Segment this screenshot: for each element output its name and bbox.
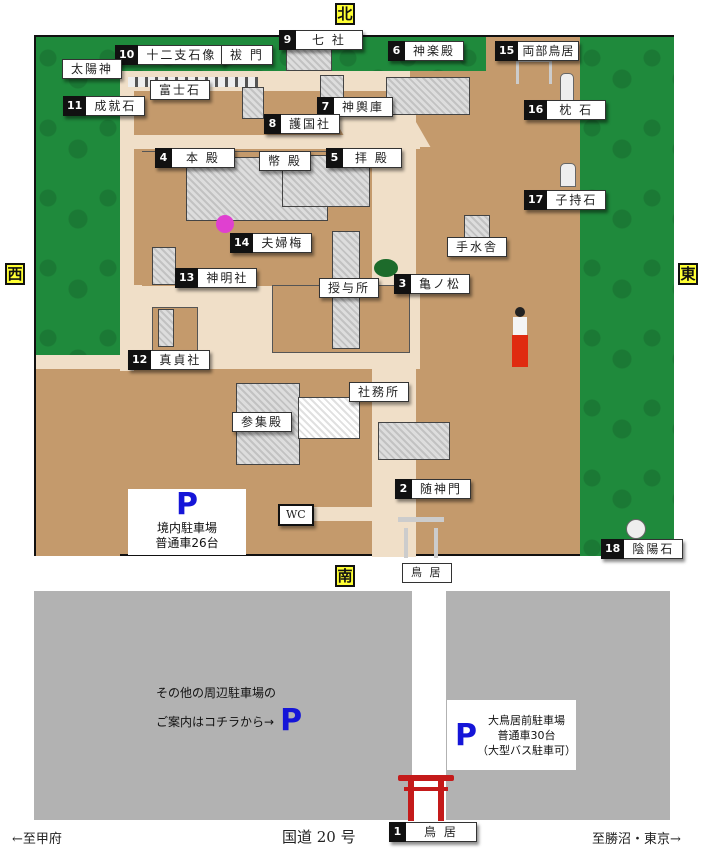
label-inner-torii[interactable]: 鳥 居 [402, 563, 452, 583]
shinmeisha-building [152, 247, 176, 285]
label-juyosho[interactable]: 授与所 [319, 278, 380, 298]
makura-ishi-icon [560, 73, 574, 101]
label-taiyoshin[interactable]: 太陽神 [62, 59, 123, 79]
nanasha-building [286, 49, 332, 71]
other-parking-link[interactable]: その他の周辺駐車場の ご案内はコチラから→ P [156, 686, 303, 738]
great-torii-icon [398, 775, 454, 821]
shamusho-building [298, 397, 360, 439]
label-sanshuden[interactable]: 参集殿 [232, 412, 293, 432]
direction-tokyo: 至勝沼・東京→ [592, 832, 681, 847]
kaguraden-building [386, 77, 470, 115]
label-shamusho[interactable]: 社務所 [349, 382, 410, 402]
gokokusha-building [242, 87, 264, 119]
plum-tree-icon [216, 215, 234, 233]
forest-east [580, 37, 674, 556]
parking-icon: P [280, 703, 303, 738]
compass-west: 西 [5, 263, 25, 285]
label-heiden[interactable]: 幣 殿 [259, 151, 311, 171]
parking-icon: P [176, 487, 198, 522]
parking-lot-west [34, 591, 412, 820]
compass-south: 南 [335, 565, 355, 587]
direction-kofu: ←至甲府 [12, 832, 62, 847]
label-temizuya[interactable]: 手水舎 [447, 237, 508, 257]
compass-east: 東 [678, 263, 698, 285]
inyo-ishi-icon [626, 519, 646, 539]
label-wc[interactable]: WC [278, 504, 314, 526]
route-20-label: 国道 20 号 [282, 828, 356, 846]
ryobu-torii-icon [516, 59, 552, 84]
torii-front-parking-box[interactable]: P 大鳥居前駐車場 普通車30台 （大型バス駐車可） [447, 700, 576, 770]
inner-parking-box[interactable]: P 境内駐車場 普通車26台 [128, 489, 246, 555]
shinteisha-building [158, 309, 174, 347]
pine-tree-icon [374, 259, 398, 277]
temizuya-building [464, 215, 490, 241]
inner-torii-icon [398, 517, 444, 562]
komochi-ishi-icon [560, 163, 576, 187]
miko-figure [510, 307, 530, 379]
zuishinmon-building [378, 422, 450, 460]
compass-north: 北 [335, 3, 355, 25]
label-harae-mon[interactable]: 祓 門 [221, 45, 273, 65]
label-fujiishi[interactable]: 富士石 [150, 80, 211, 100]
parking-icon: P [455, 717, 477, 753]
